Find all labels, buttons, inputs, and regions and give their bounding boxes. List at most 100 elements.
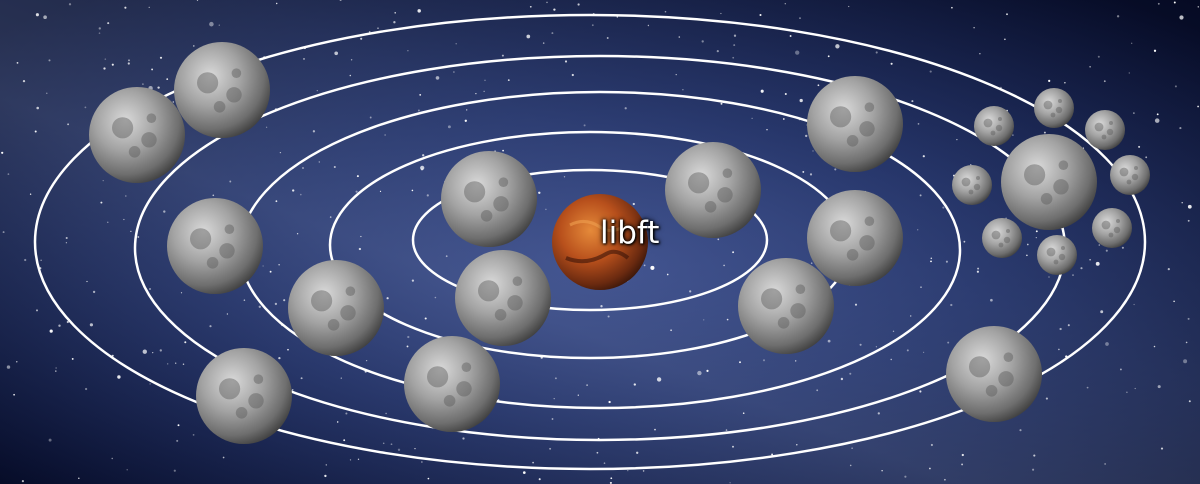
star bbox=[817, 84, 820, 87]
star bbox=[1153, 345, 1156, 348]
star bbox=[1035, 236, 1037, 239]
star bbox=[678, 36, 681, 38]
star bbox=[176, 439, 179, 442]
moon-crater bbox=[427, 366, 449, 388]
star bbox=[609, 481, 612, 484]
star bbox=[789, 35, 792, 37]
star bbox=[1187, 317, 1190, 320]
moon-crater bbox=[859, 235, 875, 251]
star bbox=[142, 83, 144, 85]
star bbox=[942, 206, 945, 209]
star bbox=[40, 259, 42, 261]
star bbox=[944, 478, 946, 481]
star bbox=[300, 377, 303, 380]
moon-crater bbox=[790, 303, 806, 319]
star bbox=[782, 118, 785, 120]
star bbox=[226, 313, 229, 315]
star bbox=[945, 260, 948, 263]
moon-crater bbox=[128, 146, 141, 158]
moon-crater bbox=[795, 284, 806, 295]
star bbox=[360, 235, 362, 238]
star bbox=[1067, 324, 1070, 327]
star bbox=[1035, 230, 1038, 233]
star bbox=[1095, 261, 1100, 266]
star bbox=[300, 193, 302, 196]
moon-body bbox=[1037, 235, 1077, 275]
star bbox=[212, 194, 215, 197]
moon-crater bbox=[1101, 220, 1111, 230]
star bbox=[1131, 42, 1133, 44]
star bbox=[98, 32, 101, 34]
star bbox=[98, 27, 101, 30]
star bbox=[1043, 131, 1046, 134]
moon-crater bbox=[1006, 229, 1010, 233]
star bbox=[149, 288, 151, 290]
star bbox=[84, 387, 88, 391]
moon-body bbox=[441, 151, 537, 247]
star bbox=[455, 43, 457, 45]
star bbox=[606, 37, 609, 39]
star bbox=[1080, 267, 1083, 270]
star bbox=[723, 264, 725, 267]
star bbox=[1173, 1, 1176, 4]
star bbox=[930, 257, 933, 260]
star bbox=[65, 236, 68, 240]
star bbox=[1104, 463, 1106, 465]
moon-crater bbox=[1101, 134, 1107, 140]
moon-crater bbox=[311, 290, 333, 312]
star bbox=[1183, 359, 1188, 364]
star bbox=[117, 375, 121, 379]
star bbox=[1179, 15, 1184, 20]
moon-crater bbox=[1043, 100, 1053, 110]
star bbox=[760, 89, 764, 93]
star bbox=[961, 453, 964, 457]
star bbox=[130, 230, 132, 233]
star bbox=[1133, 303, 1135, 306]
star bbox=[771, 453, 774, 456]
star bbox=[128, 59, 130, 62]
star bbox=[66, 320, 69, 324]
star bbox=[426, 194, 429, 197]
moon-crater bbox=[1053, 259, 1059, 265]
star bbox=[675, 73, 677, 76]
star bbox=[397, 448, 401, 451]
star bbox=[1105, 342, 1109, 346]
moon-crater bbox=[990, 130, 996, 136]
star bbox=[462, 437, 465, 440]
star bbox=[796, 444, 798, 446]
star bbox=[55, 367, 57, 369]
moon-crater bbox=[961, 177, 971, 187]
moon-body bbox=[167, 198, 263, 294]
star bbox=[6, 365, 11, 369]
star bbox=[1006, 13, 1008, 16]
lava-shadow bbox=[565, 249, 630, 264]
star bbox=[947, 341, 950, 344]
star bbox=[624, 107, 627, 110]
moon-crater bbox=[190, 228, 212, 250]
star bbox=[911, 100, 914, 103]
star bbox=[920, 286, 922, 288]
star bbox=[1187, 204, 1192, 209]
moon-crater bbox=[969, 356, 991, 378]
star bbox=[100, 201, 103, 204]
moon-crater bbox=[219, 243, 235, 259]
star bbox=[877, 412, 880, 415]
star bbox=[283, 299, 286, 302]
star bbox=[551, 418, 554, 420]
moon-crater bbox=[846, 135, 859, 147]
star bbox=[664, 10, 667, 13]
star bbox=[979, 53, 981, 55]
star bbox=[34, 130, 37, 133]
star bbox=[909, 315, 912, 317]
star bbox=[977, 267, 980, 270]
star bbox=[532, 461, 534, 464]
star bbox=[1145, 156, 1148, 159]
star bbox=[563, 176, 566, 178]
star bbox=[1019, 429, 1022, 432]
star bbox=[930, 443, 933, 447]
star bbox=[1100, 310, 1104, 314]
moon-crater bbox=[761, 288, 783, 310]
star bbox=[1058, 348, 1060, 351]
star bbox=[334, 51, 339, 56]
